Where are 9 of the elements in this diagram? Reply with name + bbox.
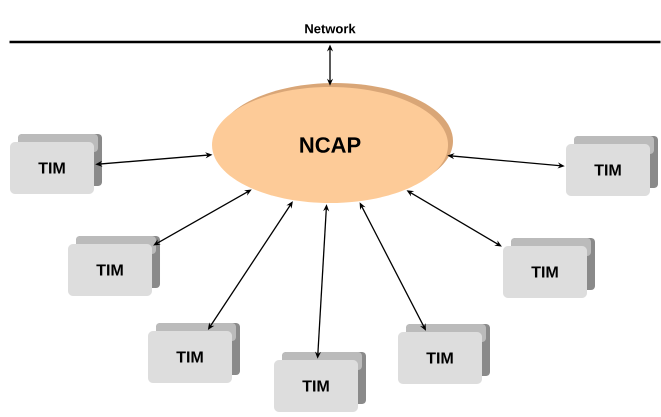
tim-box: TIM — [566, 136, 658, 196]
network-bus: Network — [10, 24, 660, 44]
tim-box: TIM — [68, 236, 160, 296]
node-label: Network — [305, 24, 356, 34]
tim-box: TIM — [398, 324, 490, 384]
tim-box: TIM — [274, 352, 366, 412]
tim-box: TIM — [10, 134, 102, 194]
tim-box: TIM — [503, 238, 595, 298]
tim-box: TIM — [148, 322, 240, 383]
